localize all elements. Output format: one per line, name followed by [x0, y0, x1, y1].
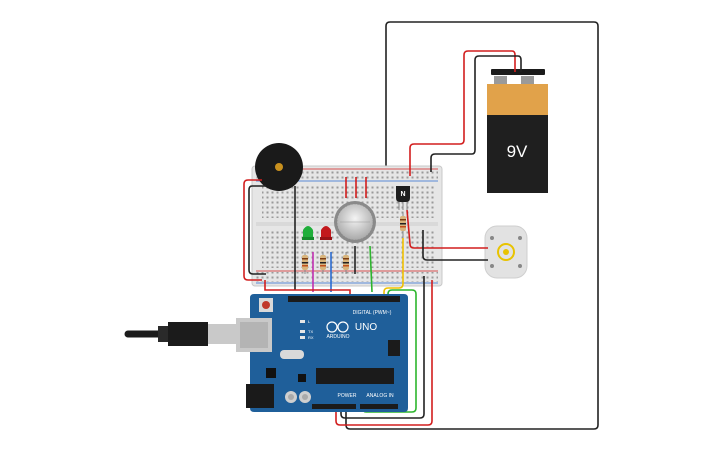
piezo-buzzer — [255, 143, 303, 191]
wire-yellow — [383, 238, 404, 298]
transistor-label: N — [400, 191, 405, 198]
npn-transistor: N — [396, 186, 410, 210]
gas-sensor — [334, 201, 376, 243]
wire-black-gnd — [340, 276, 425, 419]
wire-green-sensor — [369, 245, 373, 293]
resistor-4 — [400, 212, 406, 238]
wire-black-loop — [345, 21, 599, 430]
power-label: POWER — [338, 393, 357, 399]
resistor-3 — [343, 252, 349, 274]
wire-buzzer-black — [248, 185, 266, 275]
wire-buzzer-red — [243, 179, 262, 281]
resistor-1 — [302, 252, 308, 274]
brand-label: ARDUINO — [326, 334, 349, 340]
wire-red-5v — [335, 280, 433, 426]
rx-label: RX — [308, 335, 314, 340]
battery-9v: 9V — [487, 69, 548, 193]
green-led — [302, 226, 314, 240]
resistor-2 — [320, 252, 326, 274]
wire-battery-red — [409, 50, 516, 176]
wire-motor-black — [422, 230, 488, 261]
arduino-uno: DIGITAL (PWM~) UNO ARDUINO L TX RX — [236, 294, 408, 412]
red-led — [320, 226, 332, 240]
wire-battery-black — [430, 55, 522, 172]
tx-label: TX — [308, 329, 313, 334]
dc-motor — [484, 225, 528, 279]
wire-motor-red — [406, 209, 488, 249]
battery-label: 9V — [507, 142, 528, 161]
digital-label: DIGITAL (PWM~) — [353, 310, 392, 316]
pin-l-label: L — [308, 319, 311, 324]
model-label: UNO — [355, 322, 377, 333]
usb-cable — [124, 322, 238, 346]
analog-label: ANALOG IN — [366, 393, 394, 399]
